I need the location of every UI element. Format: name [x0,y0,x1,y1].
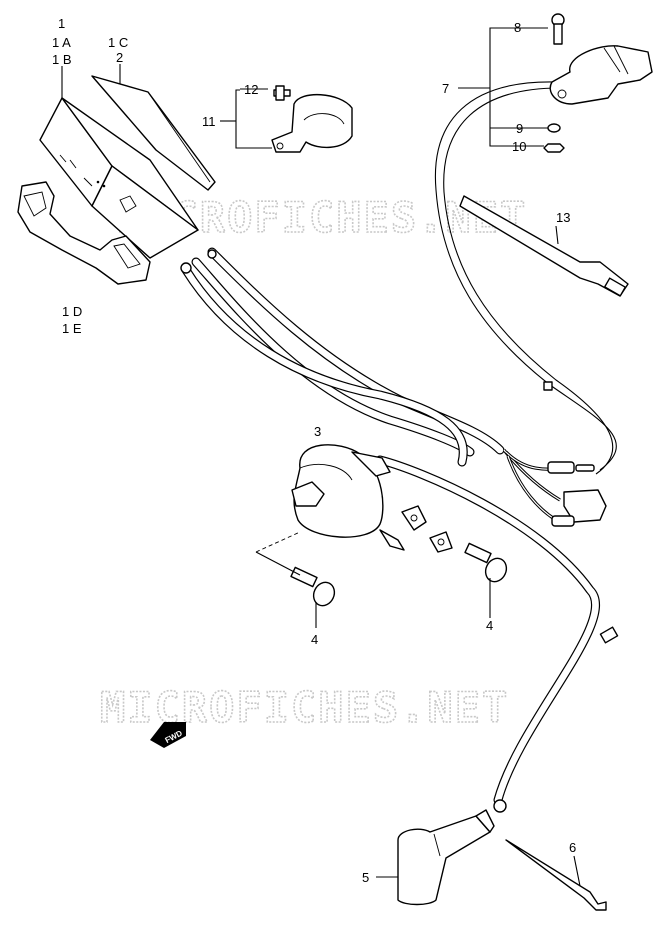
screw-left [290,566,336,607]
spark-plug-cap [397,809,495,906]
callout-6: 6 [569,840,576,855]
callout-4-right: 4 [486,618,493,633]
cover-plate [91,75,216,191]
cable-tie-band [459,195,629,297]
callout-11: 11 [202,114,216,129]
callout-3: 3 [314,424,321,439]
callout-1a: 1 A [52,35,71,50]
callout-1d: 1 D [62,304,82,319]
screw-right [464,542,508,583]
cable-tie-small [505,839,607,911]
callout-2: 2 [116,50,123,65]
watermark-bottom: MICROFICHES.NET [100,683,509,732]
callout-1e: 1 E [62,321,82,336]
callout-7: 7 [442,81,449,96]
wire-harness [180,247,607,527]
callout-10: 10 [512,139,526,154]
callout-4-left: 4 [311,632,318,647]
callout-12: 12 [244,82,258,97]
throttle-cable [375,81,619,813]
throttle-housing [543,13,653,153]
callout-5: 5 [362,870,369,885]
callout-1c: 1 C [108,35,128,50]
callout-1b: 1 B [52,52,72,67]
callout-8: 8 [514,20,521,35]
rubber-mount [17,181,151,285]
callout-13: 13 [556,210,570,225]
callout-9: 9 [516,121,523,136]
cdi-unit [39,97,199,259]
ignition-coil [291,444,453,553]
callout-1: 1 [58,16,65,31]
cable-holder [271,85,353,153]
